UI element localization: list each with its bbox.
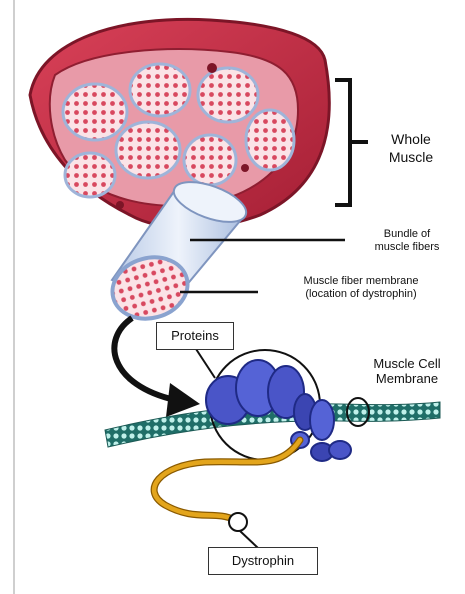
dystrophin-strand xyxy=(154,440,300,548)
whole-muscle-bracket xyxy=(335,80,368,205)
cell-membrane-label: Muscle Cell Membrane xyxy=(356,356,458,386)
whole-muscle-label: Whole Muscle xyxy=(376,130,446,166)
proteins-pointer xyxy=(196,349,215,378)
bundle-label: Bundle of muscle fibers xyxy=(348,228,465,254)
fiber-membrane-label: Muscle fiber membrane (location of dystr… xyxy=(261,275,461,301)
proteins-label: Proteins xyxy=(156,322,234,350)
dystrophin-label: Dystrophin xyxy=(208,547,318,575)
